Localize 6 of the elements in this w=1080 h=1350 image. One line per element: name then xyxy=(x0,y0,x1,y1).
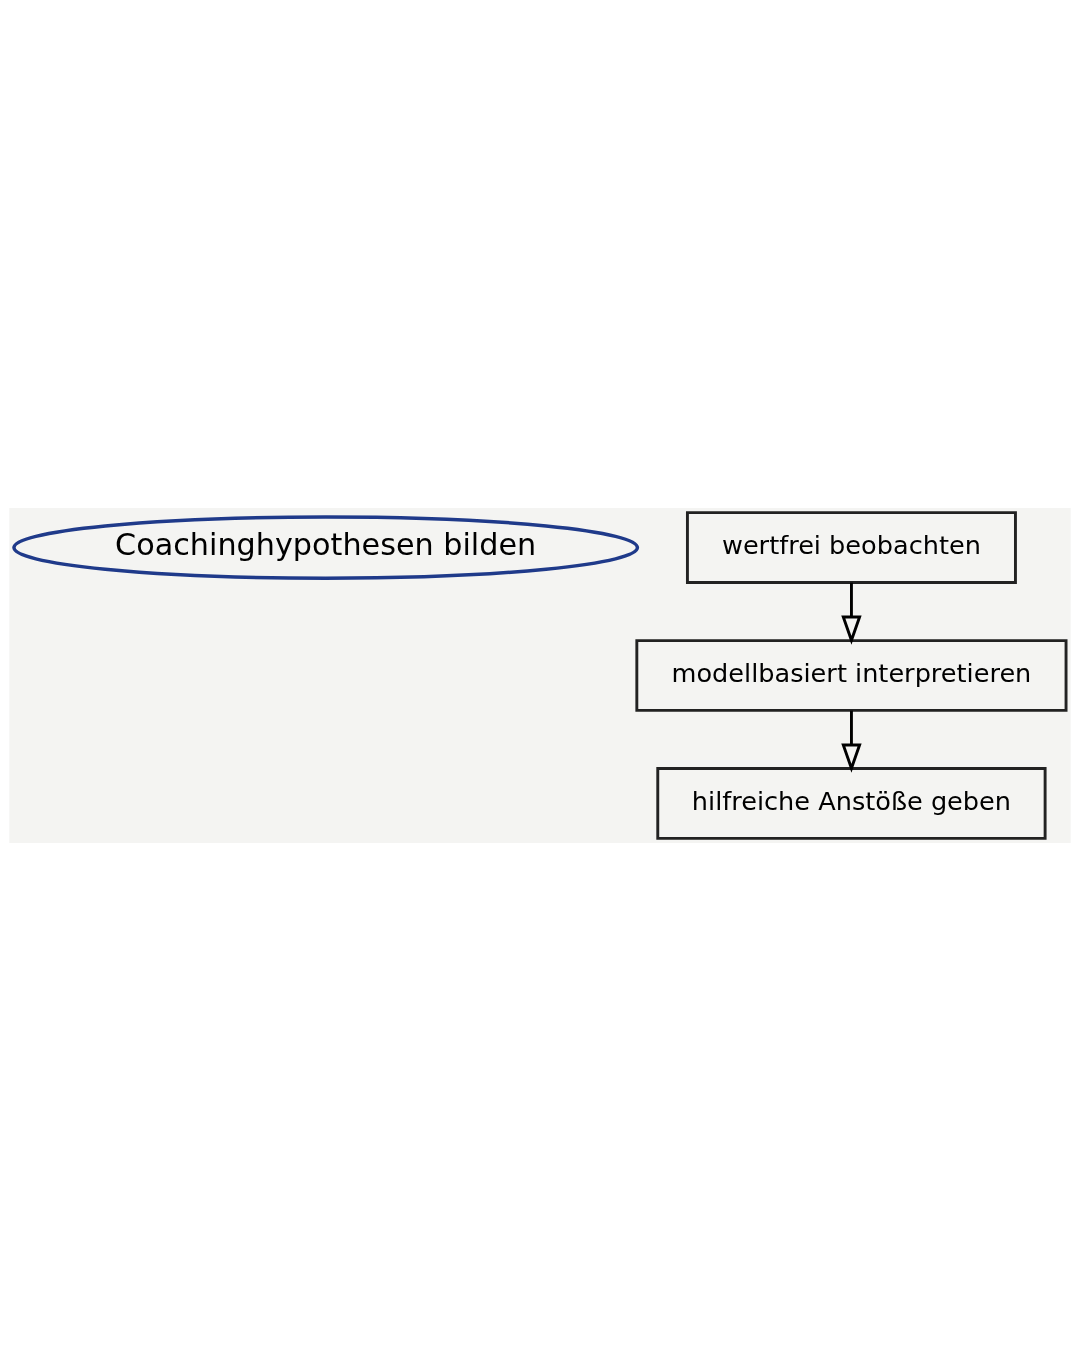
arrow xyxy=(841,582,862,645)
node-box: wertfrei beobachten xyxy=(685,510,1017,584)
arrow xyxy=(841,710,862,773)
node-ellipse: Coachinghypothesen bilden xyxy=(12,514,640,580)
node-box: hilfreiche Anstöße geben xyxy=(656,766,1047,840)
node-box: modellbasiert interpretieren xyxy=(635,638,1068,712)
